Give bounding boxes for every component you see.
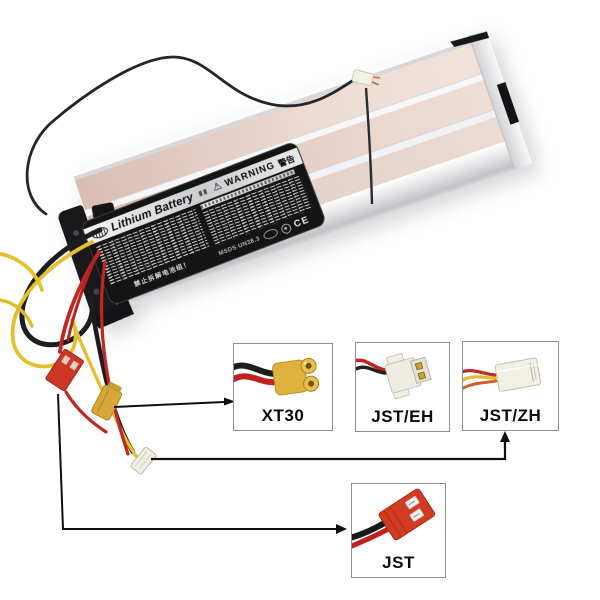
- callout-jst: JST: [351, 483, 446, 578]
- leader-arrow-xt30: [113, 397, 235, 408]
- leader-arrow-jst-zh: [151, 431, 510, 461]
- jst-eh-connector-illustration: [356, 353, 432, 400]
- callout-label-jst-zh: JST/ZH: [479, 406, 542, 425]
- loom-xt30-connector: [91, 381, 123, 421]
- battery-cert-oval-icon: [89, 224, 110, 240]
- callout-jst-zh: JST/ZH: [462, 341, 559, 431]
- loom-jst-connector: [45, 348, 84, 392]
- screw-icon: [92, 287, 101, 296]
- xt30-connector-illustration: [234, 357, 320, 396]
- callout-label-xt30: XT30: [261, 406, 305, 425]
- label-spec-fineprint: [198, 189, 208, 197]
- jst-zh-connector-illustration: [463, 357, 542, 392]
- callout-label-jst-eh: JST/EH: [371, 407, 434, 426]
- screw-icon: [72, 229, 80, 237]
- battery-pack: Lithium Battery ⚠ WARNING 警告 禁止拆解电池组！ MS…: [56, 29, 533, 306]
- rohs-oval-icon: [261, 227, 280, 242]
- callout-xt30: XT30: [233, 343, 333, 431]
- callout-jst-eh: JST/EH: [355, 342, 450, 432]
- label-warning-text-cn: 警告: [277, 153, 297, 170]
- loom-jst-zh-connector: [130, 446, 157, 475]
- ce-mark: CE: [292, 214, 312, 231]
- jst-connector-illustration: [352, 488, 436, 549]
- battery-recycle-icon: [279, 221, 293, 235]
- warning-triangle-icon: ⚠: [211, 179, 224, 194]
- callout-label-jst: JST: [382, 553, 415, 572]
